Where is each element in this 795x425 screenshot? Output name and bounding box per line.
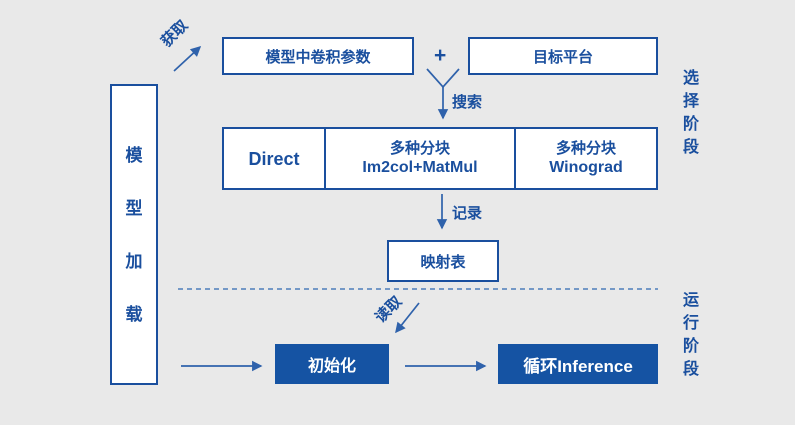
method-label-line2: Im2col+MatMul bbox=[362, 159, 478, 176]
model-load-char: 载 bbox=[125, 304, 143, 324]
acquire-arrow bbox=[173, 45, 202, 72]
merge-v-connector bbox=[426, 68, 460, 89]
init-box: 初始化 bbox=[275, 344, 389, 384]
model-load-char: 型 bbox=[125, 198, 143, 218]
read-label: 读取 bbox=[372, 293, 406, 327]
method-cell-winograd: 多种分块 Winograd bbox=[516, 129, 656, 188]
loop-inference-box: 循环Inference bbox=[498, 344, 658, 384]
mapping-table-box: 映射表 bbox=[387, 240, 499, 282]
record-label: 记录 bbox=[452, 205, 483, 222]
stage-char: 择 bbox=[682, 93, 699, 110]
acquire-label: 获取 bbox=[158, 17, 192, 51]
model-load-char: 加 bbox=[125, 251, 143, 271]
stage-char: 阶 bbox=[682, 116, 699, 133]
stage-char: 阶 bbox=[682, 338, 699, 355]
methods-row: Direct 多种分块 Im2col+MatMul 多种分块 Winograd bbox=[222, 127, 658, 190]
model-load-char: 模 bbox=[125, 145, 143, 165]
method-cell-direct: Direct bbox=[224, 129, 326, 188]
method-label-line2: Winograd bbox=[549, 159, 623, 176]
search-label: 搜索 bbox=[452, 94, 483, 111]
stage-char: 段 bbox=[682, 139, 699, 156]
stage-char: 行 bbox=[682, 315, 699, 332]
method-label: Direct bbox=[248, 148, 300, 169]
stage-char: 运 bbox=[682, 292, 699, 309]
stage-char: 段 bbox=[682, 361, 699, 378]
plus-sign: + bbox=[434, 44, 447, 67]
method-cell-im2col-matmul: 多种分块 Im2col+MatMul bbox=[326, 129, 516, 188]
conv-params-box: 模型中卷积参数 bbox=[222, 37, 414, 75]
method-label-line1: 多种分块 bbox=[555, 140, 616, 157]
model-load-box: 模 型 加 载 bbox=[110, 84, 158, 385]
method-label-line1: 多种分块 bbox=[389, 140, 450, 157]
stage-char: 选 bbox=[682, 70, 699, 87]
selection-stage-label: 选 择 阶 段 bbox=[680, 70, 702, 156]
target-platform-box: 目标平台 bbox=[468, 37, 658, 75]
run-stage-label: 运 行 阶 段 bbox=[680, 292, 702, 378]
